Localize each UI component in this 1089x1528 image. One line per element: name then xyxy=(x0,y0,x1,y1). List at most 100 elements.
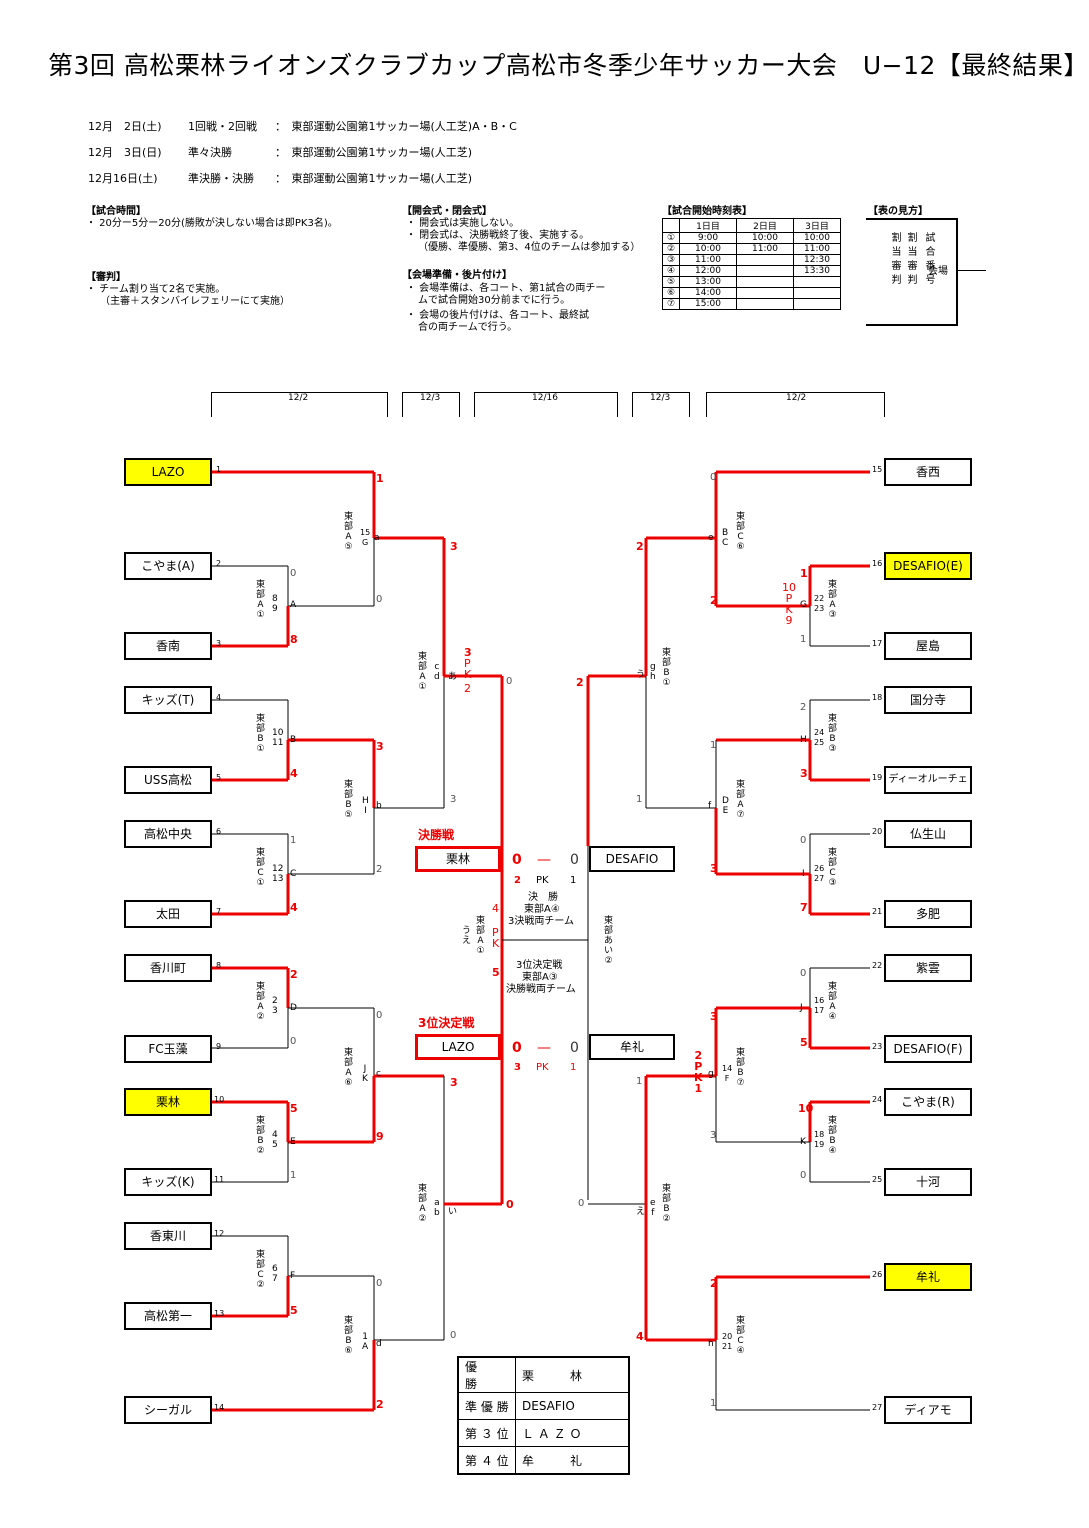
score: 5 xyxy=(800,1036,808,1049)
score: 5 xyxy=(492,966,500,979)
score: 0 xyxy=(290,568,297,579)
score: 1 xyxy=(290,835,297,846)
team-box: 高松第一 xyxy=(124,1302,212,1330)
third-note: 東部A③ xyxy=(522,972,558,983)
match-label: 東 部 C ② xyxy=(256,1250,266,1290)
match-label: 東 部 B ④ xyxy=(828,1116,838,1156)
score: 1 xyxy=(636,794,643,805)
venue-text: ・ 会場の後片付けは、各コート、最終試 xyxy=(406,310,589,321)
team-box: DESAFIO(F) xyxy=(884,1035,972,1063)
final-score-right: 0 xyxy=(570,852,579,868)
score: 0 xyxy=(578,1198,585,1209)
team-seed: 2 xyxy=(216,559,222,568)
match-code: D E xyxy=(722,796,729,816)
schedule-date: 12月16日(土) xyxy=(88,172,158,185)
team-seed: 4 xyxy=(216,693,222,702)
ceremony-text: ・ 閉会式は、決勝戦終了後、実施する。 xyxy=(406,230,590,241)
match-label: 東 部 B ② xyxy=(256,1116,266,1156)
score: 3 xyxy=(450,794,457,805)
date-header: 12/16 xyxy=(532,393,558,403)
team-seed: 21 xyxy=(872,907,883,916)
score: 4 xyxy=(290,767,298,780)
final-dash: — xyxy=(537,852,551,868)
match-number: 4 5 xyxy=(272,1130,278,1150)
team-box: ディアモ xyxy=(884,1396,972,1424)
score: 0 xyxy=(710,472,717,483)
match-number: 26 27 xyxy=(814,864,825,883)
results-place: 準 優 勝 xyxy=(457,1392,516,1420)
match-code: B xyxy=(290,735,297,745)
team-box: 栗林 xyxy=(124,1088,212,1116)
match-code: c d xyxy=(434,662,440,682)
third-note: 決勝戦両チーム xyxy=(506,984,576,995)
team-box: 十河 xyxy=(884,1168,972,1196)
match-label: 東 部 A ⑥ xyxy=(344,1048,354,1088)
venue-text: ムで試合開始30分前までに行う。 xyxy=(418,295,571,306)
legend-item: 割当審判 xyxy=(889,232,900,288)
date-bracket xyxy=(474,392,618,417)
match-number: 15 G xyxy=(360,528,371,547)
match-label: 東 部 A ① xyxy=(256,580,266,620)
legend-item: 会場 xyxy=(928,266,948,277)
team-seed: 7 xyxy=(216,907,222,916)
match-code: う xyxy=(636,670,646,680)
score: 4 xyxy=(290,901,298,914)
match-label: 東 部 A ⑤ xyxy=(344,512,354,552)
team-box: シーガル xyxy=(124,1396,212,1424)
match-label: 東 部 A ② xyxy=(256,982,266,1022)
match-code: B C xyxy=(722,528,729,548)
score: 2 xyxy=(800,702,807,713)
match-label: 東 部 A ① xyxy=(418,652,428,692)
score: 2 xyxy=(710,1277,718,1290)
timetable-cell xyxy=(793,298,841,310)
team-seed: 25 xyxy=(872,1175,883,1184)
team-seed: 23 xyxy=(872,1042,883,1051)
match-label: 東 部 A ③ xyxy=(828,580,838,620)
match-number: 18 19 xyxy=(814,1130,825,1149)
score: 3 xyxy=(450,1076,458,1089)
final-label: 決勝戦 xyxy=(418,828,455,842)
team-box: キッズ(K) xyxy=(124,1168,212,1196)
score: 9 xyxy=(376,1130,384,1143)
team-box: 多肥 xyxy=(884,900,972,928)
match-number: 16 17 xyxy=(814,996,825,1015)
score-pk: 2 P K 1 xyxy=(694,1049,703,1095)
match-number: 10 11 xyxy=(272,728,284,748)
score: 10 xyxy=(798,1102,814,1115)
match-label: 東 部 あ い ② xyxy=(604,916,614,966)
match-time-heading: 【試合時間】 xyxy=(86,206,146,217)
match-code: e xyxy=(708,533,714,543)
schedule-venue: ： 東部運動公園第1サッカー場(人工芝)A・B・C xyxy=(275,120,517,133)
score: 0 xyxy=(506,1198,514,1211)
third-pk-left: 3 xyxy=(514,1062,521,1073)
referee-text: （主審＋スタンバイレフェリーにて実施） xyxy=(100,296,290,307)
final-note: 3決戦両チーム xyxy=(508,916,575,927)
match-code: い xyxy=(448,1207,458,1217)
schedule-venue: ： 東部運動公園第1サッカー場(人工芝) xyxy=(275,146,473,159)
third-label: 3位決定戦 xyxy=(418,1016,475,1030)
score: 0 xyxy=(800,835,807,846)
ceremony-text: ・ 開会式は実施しない。 xyxy=(406,218,520,229)
match-number: 12 13 xyxy=(272,864,284,884)
score: 0 xyxy=(800,1170,807,1181)
results-team: 栗 林 xyxy=(515,1356,630,1393)
final-pk-left: 2 xyxy=(514,875,521,886)
score: 1 xyxy=(710,740,717,751)
score: 3 xyxy=(450,540,458,553)
match-label: 東 部 B ① xyxy=(256,714,266,754)
match-code: E xyxy=(290,1137,296,1147)
match-number: 22 23 xyxy=(814,594,825,613)
final-note: 東部A④ xyxy=(524,904,560,915)
score: 0 xyxy=(290,1036,297,1047)
team-seed: 24 xyxy=(872,1095,883,1104)
team-box: 国分寺 xyxy=(884,686,972,714)
score: 1 xyxy=(800,567,808,580)
match-code: h xyxy=(708,1339,714,1349)
third-pk: PK xyxy=(536,1062,549,1073)
team-box: こやま(A) xyxy=(124,552,212,580)
timetable-cell: 15:00 xyxy=(679,298,737,310)
match-code: a xyxy=(374,533,380,543)
venue-heading: 【会場準備・後片付け】 xyxy=(402,270,512,281)
match-number: 1 A xyxy=(362,1332,369,1352)
score: 2 xyxy=(710,594,718,607)
